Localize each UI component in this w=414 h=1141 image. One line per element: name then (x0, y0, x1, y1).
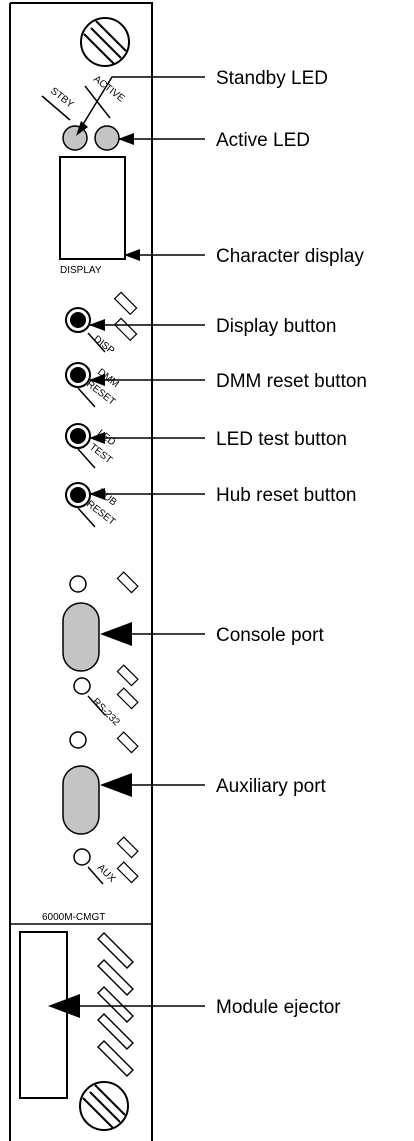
display-button-indicator (113, 291, 138, 316)
disp-label-line (87, 332, 106, 353)
callout-led-test-button: LED test button (216, 429, 347, 450)
aux-indicator-bottom (116, 861, 139, 884)
callout-auxiliary-port: Auxiliary port (216, 776, 327, 797)
console-port[interactable] (62, 602, 100, 672)
callout-arrowheads (48, 121, 140, 1018)
standby-arrowhead (76, 121, 88, 136)
console-indicator-mid (116, 664, 139, 687)
display-button-core (70, 312, 86, 328)
stby-label: STBY (48, 86, 76, 111)
callout-display-button: Display button (216, 316, 336, 337)
console-arrowhead (100, 622, 132, 646)
aux-port-screw-top (69, 731, 87, 749)
aux-arrowhead (100, 773, 132, 797)
console-port-screw-top (69, 575, 87, 593)
rs232-label-line (87, 695, 106, 716)
aux-label: AUX (95, 862, 118, 885)
dmm-arrowhead (89, 374, 105, 386)
led-label-line (77, 448, 96, 469)
led-test-button-core (70, 428, 86, 444)
console-port-screw-bottom (73, 677, 91, 695)
stby-label-line (41, 95, 71, 121)
active-arrowhead (118, 133, 134, 145)
callout-lines (57, 76, 205, 1007)
callout-character-display: Character display (216, 246, 364, 267)
callout-active-led: Active LED (216, 130, 310, 151)
model-label: 6000M-CMGT (42, 912, 105, 923)
aux-label-line (87, 866, 104, 885)
character-display (59, 156, 126, 260)
hub-reset-button-core (70, 487, 86, 503)
disp-btn-arrowhead (89, 319, 105, 331)
top-screw-icon (80, 17, 130, 67)
module-ejector[interactable] (19, 931, 68, 1099)
console-indicator-top (116, 571, 139, 594)
disp-label: DISP (91, 334, 116, 357)
hubreset-arrowhead (89, 488, 105, 500)
callout-console-port: Console port (216, 625, 324, 646)
dmm-label-line (77, 387, 96, 408)
display-button-indicator-2 (113, 317, 138, 342)
aux-indicator-mid (116, 836, 139, 859)
ejector-grip-ridges (97, 932, 134, 1077)
callout-standby-led: Standby LED (216, 68, 328, 89)
active-led (94, 125, 120, 151)
callout-hub-reset-button: Hub reset button (216, 485, 356, 506)
rs232-label: RS-232 (90, 696, 122, 728)
standby-led-leader (81, 76, 205, 127)
faceplate-outline (9, 2, 153, 1141)
aux-port-screw-bottom (73, 848, 91, 866)
hub-label-line (77, 507, 96, 528)
dmm-reset-button-core (70, 367, 86, 383)
console-indicator-bottom (116, 687, 139, 710)
callout-dmm-reset-button: DMM reset button (216, 371, 367, 392)
display-label: DISPLAY (60, 265, 102, 276)
ejector-arrowhead (48, 994, 80, 1018)
display-arrowhead (124, 249, 140, 261)
callout-module-ejector: Module ejector (216, 997, 341, 1018)
auxiliary-port[interactable] (62, 765, 100, 835)
bottom-screw-icon (79, 1081, 129, 1131)
aux-indicator-top (116, 731, 139, 754)
ledtest-arrowhead (89, 432, 105, 444)
